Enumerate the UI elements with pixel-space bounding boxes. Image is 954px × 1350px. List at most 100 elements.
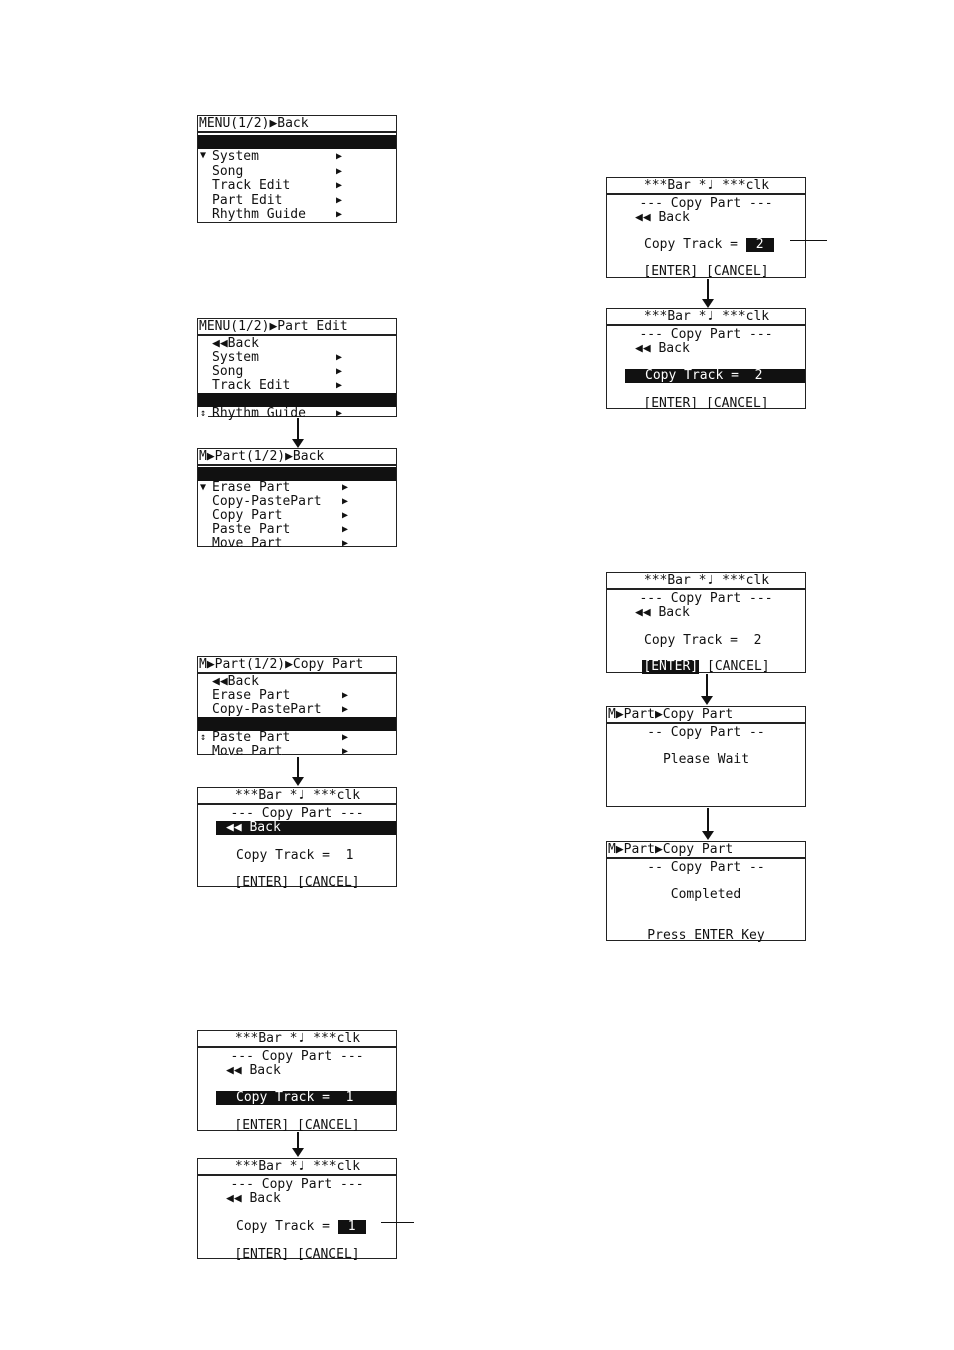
lcd-please-wait: M▶Part▶Copy Part -- Copy Part -- Please … bbox=[606, 706, 806, 807]
menu-item-back[interactable]: ◀◀Back bbox=[212, 674, 259, 689]
enter-button[interactable]: [ENTER] bbox=[643, 396, 699, 411]
track-value-cursor[interactable]: 1 bbox=[337, 1220, 366, 1234]
menu-item-part-edit[interactable]: Part Edit▶ bbox=[212, 193, 343, 208]
cancel-button[interactable]: [CANCEL] bbox=[297, 875, 360, 890]
flow-arrow bbox=[292, 1132, 304, 1157]
lcd-title: ***Bar *♩ ***clk bbox=[607, 309, 805, 326]
menu-item-back[interactable]: ▼ ◀◀Back bbox=[198, 135, 396, 177]
cancel-button[interactable]: [CANCEL] bbox=[297, 1247, 360, 1262]
back-option[interactable]: ◀◀ Back bbox=[635, 605, 690, 620]
menu-item-song[interactable]: Song▶ bbox=[212, 164, 343, 179]
lcd-title: MENU(1/2)▶Part Edit bbox=[198, 319, 396, 336]
enter-button[interactable]: [ENTER] bbox=[643, 264, 699, 279]
menu-item-erase-part[interactable]: Erase Part▶ bbox=[212, 688, 349, 703]
submenu-arrow-icon: ▶ bbox=[336, 380, 343, 391]
menu-item-system[interactable]: System▶ bbox=[212, 350, 343, 365]
lcd-title: M▶Part▶Copy Part bbox=[607, 842, 805, 859]
back-option[interactable]: ◀◀ Back bbox=[635, 341, 690, 356]
track-value: 2 bbox=[753, 633, 762, 648]
enter-button[interactable]: [ENTER] bbox=[234, 875, 290, 890]
lcd-title: ***Bar *♩ ***clk bbox=[607, 573, 805, 590]
menu-item-track-edit[interactable]: Track Edit▶ bbox=[212, 378, 343, 393]
cancel-button[interactable]: [CANCEL] bbox=[707, 659, 770, 674]
track-value-cursor[interactable]: 2 bbox=[745, 238, 774, 252]
lcd-copy-part-track-selected-2: ***Bar *♩ ***clk --- Copy Part --- ◀◀ Ba… bbox=[606, 308, 806, 411]
cancel-button[interactable]: [CANCEL] bbox=[706, 396, 769, 411]
copy-track-field[interactable]: Copy Track = 2 bbox=[644, 238, 774, 252]
menu-item-copy-paste-part[interactable]: Copy-PastePart▶ bbox=[212, 702, 349, 717]
footer-instruction: Press ENTER Key bbox=[647, 928, 765, 943]
submenu-arrow-icon: ▶ bbox=[336, 422, 343, 433]
flow-arrow bbox=[702, 808, 714, 840]
menu-item-system[interactable]: System▶ bbox=[212, 149, 343, 164]
lcd-menu-back: MENU(1/2)▶Back ▼ ◀◀Back System▶ Song▶ Tr… bbox=[197, 115, 397, 223]
submenu-arrow-icon: ▶ bbox=[342, 510, 349, 521]
submenu-arrow-icon: ▶ bbox=[342, 732, 349, 743]
menu-item-copy-paste-part[interactable]: Copy-PastePart▶ bbox=[212, 494, 349, 509]
enter-button[interactable]: [ENTER] bbox=[642, 659, 700, 674]
cancel-button[interactable]: [CANCEL] bbox=[297, 1118, 360, 1133]
submenu-arrow-icon: ▶ bbox=[342, 482, 349, 493]
callout-leader-line bbox=[381, 1222, 414, 1223]
back-option[interactable]: ◀◀ Back bbox=[226, 820, 281, 835]
footer-buttons: [ENTER] [CANCEL] bbox=[607, 660, 805, 674]
menu-item-erase-part[interactable]: Erase Part▶ bbox=[212, 480, 349, 495]
footer-buttons: [ENTER] [CANCEL] bbox=[198, 876, 396, 890]
lcd-title: ***Bar *♩ ***clk bbox=[607, 178, 805, 195]
lcd-title: ***Bar *♩ ***clk bbox=[198, 1031, 396, 1048]
highlight-bar bbox=[625, 369, 805, 383]
menu-item-move-part[interactable]: Move Part▶ bbox=[212, 536, 349, 551]
menu-item-song[interactable]: Song▶ bbox=[212, 364, 343, 379]
menu-item-part-edit[interactable]: ↕ Part Edit▶ bbox=[198, 393, 396, 435]
scroll-updown-marker: ↕ bbox=[198, 407, 209, 421]
back-option[interactable]: ◀◀ Back bbox=[226, 1063, 281, 1078]
enter-button[interactable]: [ENTER] bbox=[234, 1118, 290, 1133]
lcd-copy-part-back-selected: ***Bar *♩ ***clk --- Copy Part --- ◀◀ Ba… bbox=[197, 787, 397, 890]
menu-item-track-edit[interactable]: Track Edit▶ bbox=[212, 178, 343, 193]
enter-button[interactable]: [ENTER] bbox=[234, 1247, 290, 1262]
lcd-title: ***Bar *♩ ***clk bbox=[198, 1159, 396, 1176]
copy-track-field[interactable]: Copy Track = 1 bbox=[236, 1090, 354, 1105]
lcd-copy-part-value-edit: ***Bar *♩ ***clk --- Copy Part --- ◀◀ Ba… bbox=[197, 1158, 397, 1262]
submenu-arrow-icon: ▶ bbox=[336, 180, 343, 191]
lcd-title: MENU(1/2)▶Back bbox=[198, 116, 396, 133]
copy-track-field[interactable]: Copy Track = 2 bbox=[645, 368, 763, 383]
menu-item-rhythm-guide[interactable]: Rhythm Guide▶ bbox=[212, 207, 343, 222]
footer-buttons: [ENTER] [CANCEL] bbox=[607, 397, 805, 411]
submenu-arrow-icon: ▶ bbox=[336, 209, 343, 220]
callout-leader-line bbox=[790, 240, 827, 241]
submenu-arrow-icon: ▶ bbox=[342, 746, 349, 757]
lcd-copy-part-track-selected: ***Bar *♩ ***clk --- Copy Part --- ◀◀ Ba… bbox=[197, 1030, 397, 1133]
screen-heading: --- Copy Part --- bbox=[639, 196, 773, 211]
track-value: 1 bbox=[345, 848, 354, 863]
flow-arrow bbox=[702, 279, 714, 308]
submenu-arrow-icon: ▶ bbox=[336, 151, 343, 162]
submenu-arrow-icon: ▶ bbox=[342, 538, 349, 549]
footer-buttons: [ENTER] [CANCEL] bbox=[198, 1248, 396, 1262]
back-option[interactable]: ◀◀ Back bbox=[226, 1191, 281, 1206]
lcd-title: M▶Part(1/2)▶Copy Part bbox=[198, 657, 396, 674]
screen-heading: --- Copy Part --- bbox=[639, 591, 773, 606]
cancel-button[interactable]: [CANCEL] bbox=[706, 264, 769, 279]
copy-track-field[interactable]: Copy Track = 1 bbox=[236, 848, 354, 863]
track-value: 2 bbox=[754, 368, 763, 383]
menu-item-copy-part[interactable]: ↕ Copy Part▶ bbox=[198, 717, 396, 759]
menu-item-rhythm-guide[interactable]: Rhythm Guide▶ bbox=[212, 406, 343, 421]
submenu-arrow-icon: ▶ bbox=[336, 408, 343, 419]
flow-arrow bbox=[292, 418, 304, 448]
track-value: 1 bbox=[345, 1090, 354, 1105]
submenu-arrow-icon: ▶ bbox=[336, 166, 343, 177]
menu-item-paste-part[interactable]: Paste Part▶ bbox=[212, 522, 349, 537]
submenu-arrow-icon: ▶ bbox=[336, 352, 343, 363]
lcd-title: M▶Part▶Copy Part bbox=[607, 707, 805, 724]
copy-track-field[interactable]: Copy Track = 2 bbox=[644, 633, 762, 648]
submenu-arrow-icon: ▶ bbox=[342, 690, 349, 701]
menu-item-back[interactable]: ◀◀Back bbox=[212, 336, 259, 351]
menu-item-paste-part[interactable]: Paste Part▶ bbox=[212, 730, 349, 745]
menu-item-copy-part[interactable]: Copy Part▶ bbox=[212, 508, 349, 523]
copy-track-field[interactable]: Copy Track = 1 bbox=[236, 1220, 366, 1234]
back-option[interactable]: ◀◀ Back bbox=[635, 210, 690, 225]
submenu-arrow-icon: ▶ bbox=[342, 496, 349, 507]
menu-item-back[interactable]: ▼ ◀◀Back bbox=[198, 467, 396, 509]
menu-item-move-part[interactable]: Move Part▶ bbox=[212, 744, 349, 759]
